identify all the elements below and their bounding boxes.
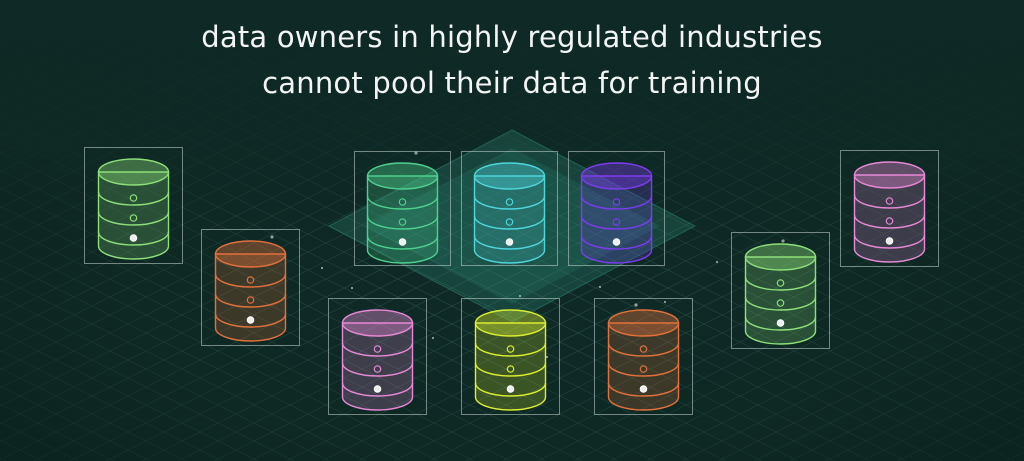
sparkle-dot <box>598 285 602 289</box>
sparkle-dot <box>781 239 785 243</box>
db-box-center-top-2 <box>461 151 558 266</box>
sparkle-dot <box>414 151 418 155</box>
headline-line-2: cannot pool their data for training <box>262 66 762 100</box>
sparkle-dot <box>431 336 435 340</box>
db-box-left-top <box>84 147 183 264</box>
db-box-right-bottom <box>731 232 830 349</box>
sparkle-dot <box>270 235 274 239</box>
db-box-left-bottom <box>201 229 300 346</box>
db-center-bottom-orange-icon <box>607 309 680 411</box>
db-right-top-pink-icon <box>853 161 926 263</box>
sparkle-dot <box>715 260 719 264</box>
db-left-top-green-icon <box>97 158 170 260</box>
db-box-center-top-1 <box>354 151 451 266</box>
db-center-top-cyan-icon <box>473 162 546 264</box>
sparkle-dot <box>634 303 638 307</box>
db-center-top-purple-icon <box>580 162 653 264</box>
sparkle-dot <box>320 266 324 270</box>
db-center-bottom-pink-icon <box>341 309 414 411</box>
db-center-bottom-yellow-icon <box>474 309 547 411</box>
sparkle-dot <box>350 286 354 290</box>
db-box-center-bottom-2 <box>461 298 560 415</box>
db-left-bottom-orange-icon <box>214 240 287 342</box>
sparkle-dot <box>518 294 522 298</box>
sparkle-dot <box>545 355 549 359</box>
db-right-bottom-green-icon <box>744 243 817 345</box>
pool-platform <box>327 129 697 323</box>
sparkle-dot <box>663 300 667 304</box>
db-box-center-bottom-3 <box>594 298 693 415</box>
db-center-top-green-icon <box>366 162 439 264</box>
headline-line-1: data owners in highly regulated industri… <box>201 20 823 54</box>
db-box-right-top <box>840 150 939 267</box>
db-box-center-bottom-1 <box>328 298 427 415</box>
db-box-center-top-3 <box>568 151 665 266</box>
